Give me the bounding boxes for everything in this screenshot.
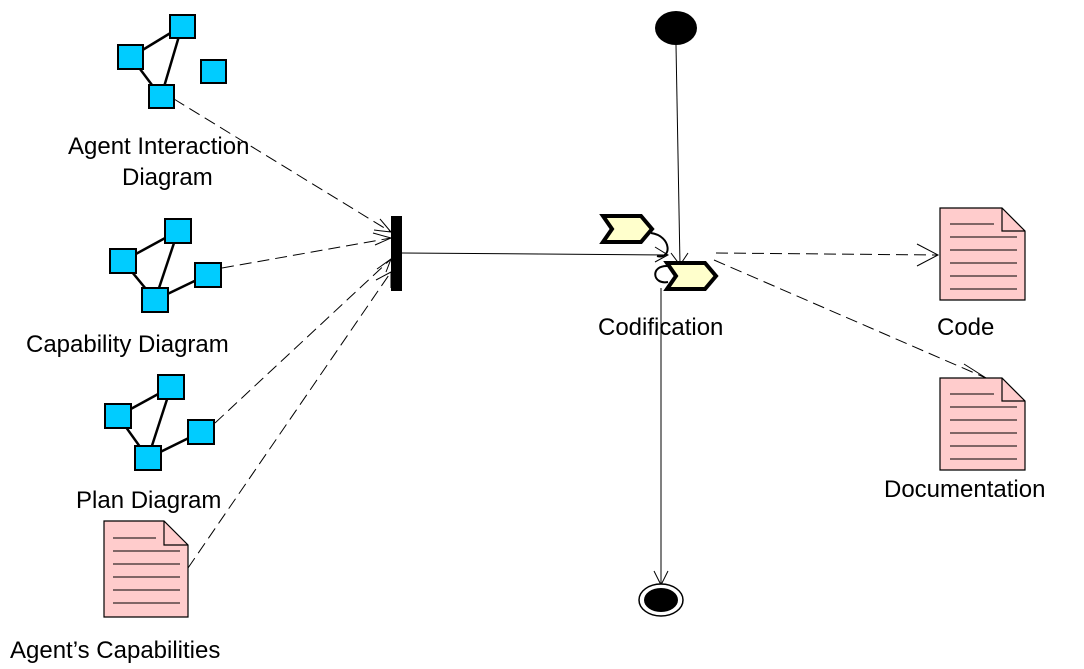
output-flows	[713, 252, 987, 379]
flow-initial-to-codification	[675, 44, 681, 266]
input-flows	[173, 98, 392, 569]
capability-diagram-icon	[109, 218, 222, 313]
agents-capabilities-label: Agent’s Capabilities	[10, 637, 220, 664]
flow-agent-interaction-to-join	[173, 98, 392, 233]
code-document-icon	[939, 207, 1026, 301]
initial-node	[655, 11, 697, 45]
flow-agents-capabilities-to-join	[187, 271, 392, 569]
flow-codification-to-code	[715, 252, 939, 256]
code-label: Code	[937, 314, 994, 341]
plan-diagram-label: Plan Diagram	[76, 487, 221, 514]
plan-diagram-icon	[104, 374, 215, 471]
flow-capability-to-join	[221, 237, 392, 269]
agent-interaction-diagram-icon	[117, 14, 227, 109]
documentation-document-icon	[939, 377, 1026, 471]
flow-join-to-codification	[401, 252, 669, 256]
flow-codification-to-documentation	[713, 259, 987, 379]
codification-activity-icon	[599, 214, 719, 291]
documentation-label: Documentation	[884, 476, 1045, 503]
agent-interaction-diagram-label-line2: Diagram	[122, 164, 213, 191]
flow-join-arrowhead	[654, 246, 670, 263]
join-bar	[391, 216, 402, 291]
agents-capabilities-document-icon	[103, 520, 189, 618]
flow-plan-to-join	[214, 258, 392, 424]
input-flow-arrowheads	[372, 218, 393, 288]
final-node	[638, 583, 684, 617]
agent-interaction-diagram-label-line1: Agent Interaction	[68, 133, 249, 160]
capability-diagram-label: Capability Diagram	[26, 331, 229, 358]
